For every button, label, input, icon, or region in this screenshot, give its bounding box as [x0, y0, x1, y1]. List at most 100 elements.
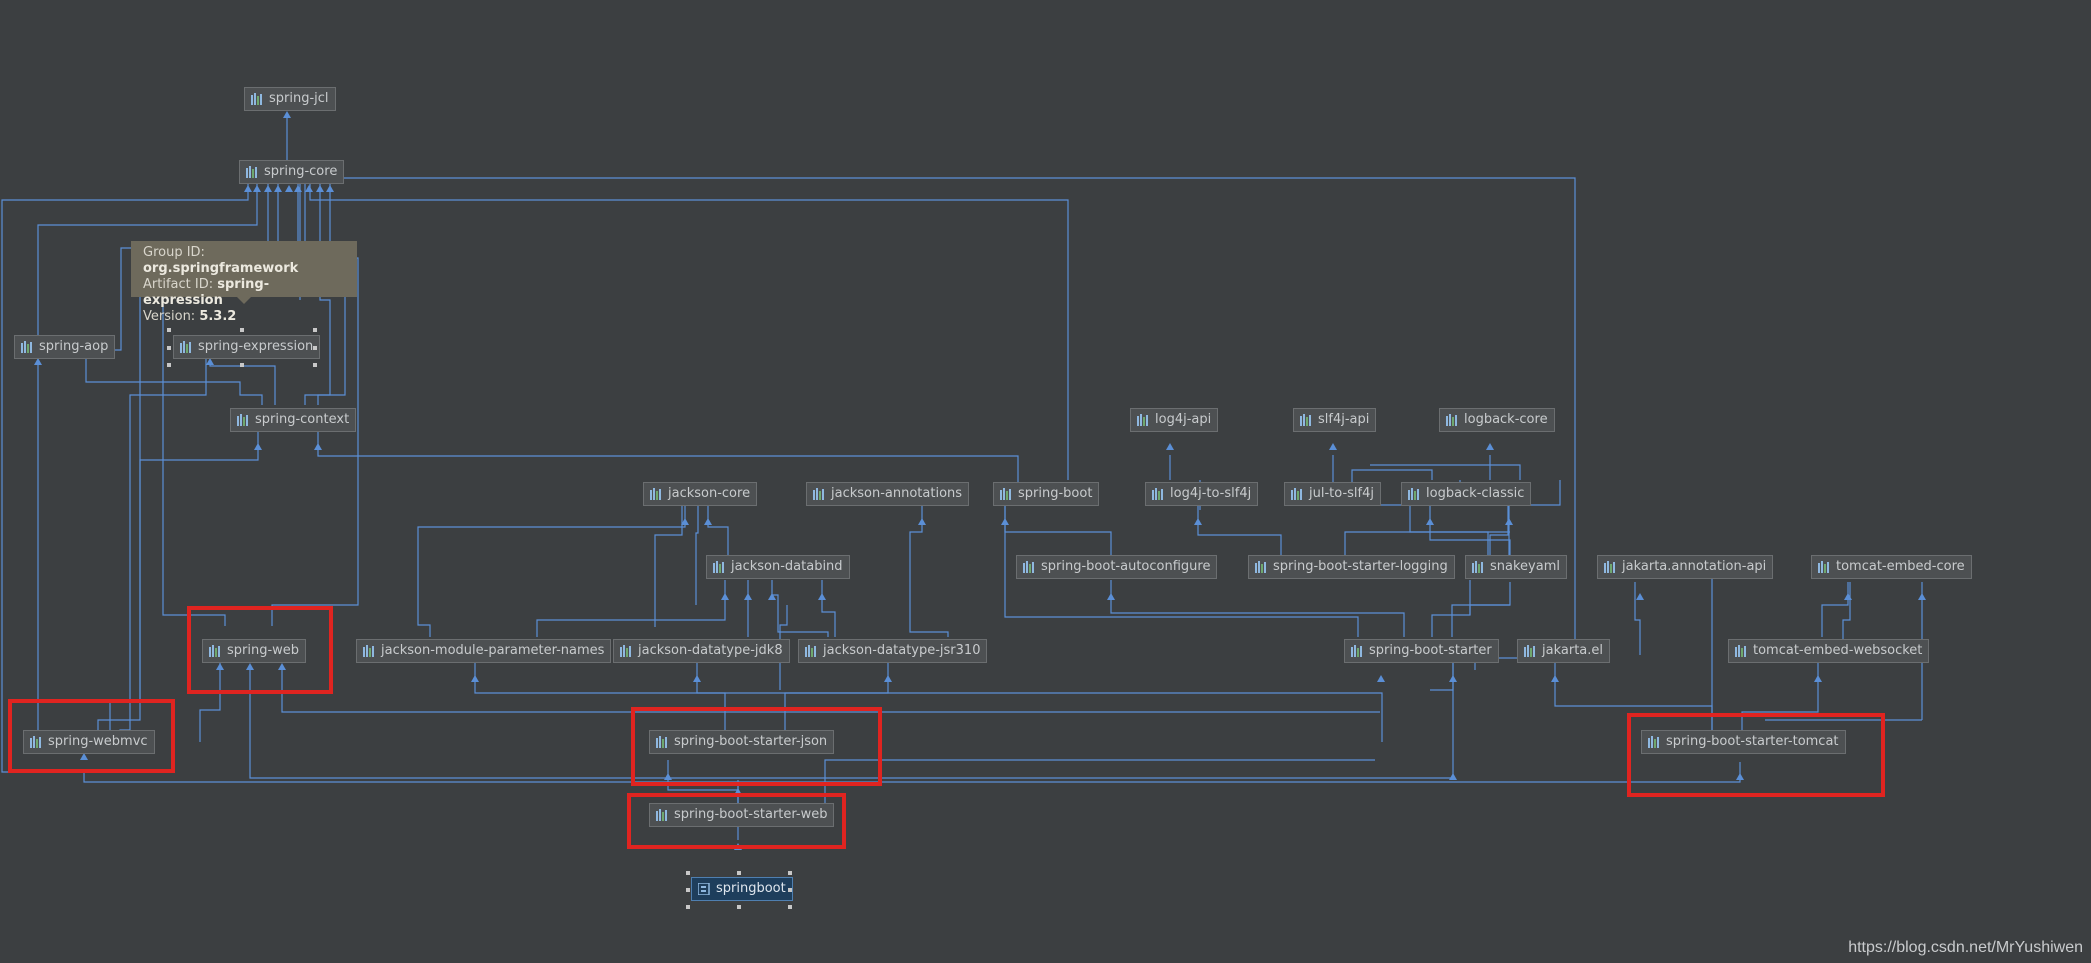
tooltip-artifact-label: Artifact ID:: [143, 277, 214, 292]
selection-handle[interactable]: [313, 328, 317, 332]
tooltip-version-value: 5.3.2: [199, 309, 237, 324]
selection-handle[interactable]: [788, 871, 792, 875]
node-spring-boot-starter-tomcat[interactable]: spring-boot-starter-tomcat: [1641, 730, 1846, 754]
selection-handle[interactable]: [313, 363, 317, 367]
node-jackson-annotations[interactable]: jackson-annotations: [806, 482, 970, 506]
library-icon: [1152, 488, 1163, 500]
selection-handle[interactable]: [167, 346, 171, 350]
selection-handle[interactable]: [686, 905, 690, 909]
node-tomcat-embed-core[interactable]: tomcat-embed-core: [1811, 555, 1972, 579]
node-spring-boot-starter-web[interactable]: spring-boot-starter-web: [649, 803, 835, 827]
node-label: jackson-module-parameter-names: [381, 643, 605, 658]
selection-handle[interactable]: [240, 363, 244, 367]
node-label: spring-boot-autoconfigure: [1041, 559, 1211, 574]
node-spring-boot-starter[interactable]: spring-boot-starter: [1344, 639, 1499, 663]
node-spring-core[interactable]: spring-core: [239, 160, 345, 184]
tooltip-group-row: Group ID: org.springframework: [143, 245, 345, 277]
library-icon: [180, 341, 191, 353]
node-spring-context[interactable]: spring-context: [230, 408, 357, 432]
tooltip-tail: [237, 297, 251, 304]
node-label: snakeyaml: [1490, 559, 1560, 574]
node-label: jackson-core: [668, 486, 751, 501]
node-jackson-core[interactable]: jackson-core: [643, 482, 758, 506]
highlight-box-spring-web: [187, 606, 333, 694]
node-spring-aop[interactable]: spring-aop: [14, 335, 116, 359]
node-jackson-databind[interactable]: jackson-databind: [706, 555, 850, 579]
node-label: spring-context: [255, 412, 350, 427]
node-jakarta-el[interactable]: jakarta.el: [1517, 639, 1610, 663]
node-label: spring-aop: [39, 339, 109, 354]
node-spring-boot[interactable]: spring-boot: [993, 482, 1100, 506]
selection-handle[interactable]: [686, 888, 690, 892]
tooltip-group-label: Group ID:: [143, 245, 205, 260]
node-label: jackson-datatype-jdk8: [638, 643, 783, 658]
selection-handle[interactable]: [167, 328, 171, 332]
library-icon: [1023, 561, 1034, 573]
node-spring-expression[interactable]: spring-expression: [173, 335, 321, 359]
node-slf4j-api[interactable]: slf4j-api: [1293, 408, 1377, 432]
node-label: jakarta.el: [1542, 643, 1603, 658]
library-icon: [1735, 645, 1746, 657]
selection-handle[interactable]: [737, 871, 741, 875]
node-label: logback-classic: [1426, 486, 1525, 501]
node-label: spring-boot-starter-tomcat: [1666, 734, 1839, 749]
library-icon: [363, 645, 374, 657]
node-label: jackson-datatype-jsr310: [823, 643, 981, 658]
node-logback-classic[interactable]: logback-classic: [1401, 482, 1532, 506]
library-icon: [1472, 561, 1483, 573]
node-label: slf4j-api: [1318, 412, 1370, 427]
node-label: jakarta.annotation-api: [1622, 559, 1767, 574]
selection-handle[interactable]: [167, 363, 171, 367]
library-icon: [650, 488, 661, 500]
node-spring-jcl[interactable]: spring-jcl: [244, 87, 336, 111]
node-label: spring-web: [227, 643, 300, 658]
library-icon: [1446, 414, 1457, 426]
library-icon: [246, 166, 257, 178]
selection-handle[interactable]: [737, 905, 741, 909]
node-jul-to-slf4j[interactable]: jul-to-slf4j: [1284, 482, 1381, 506]
library-icon: [1351, 645, 1362, 657]
node-label: spring-expression: [198, 339, 314, 354]
node-logback-core[interactable]: logback-core: [1439, 408, 1555, 432]
library-icon: [251, 93, 262, 105]
library-icon: [209, 645, 220, 657]
node-spring-boot-starter-logging[interactable]: spring-boot-starter-logging: [1248, 555, 1455, 579]
node-spring-boot-starter-json[interactable]: spring-boot-starter-json: [649, 730, 835, 754]
library-icon: [30, 736, 41, 748]
selection-handle[interactable]: [313, 346, 317, 350]
highlight-box-spring-boot-starter-web: [627, 793, 846, 849]
highlight-box-spring-boot-starter-tomcat: [1627, 713, 1885, 797]
node-jackson-datatype-jdk8[interactable]: jackson-datatype-jdk8: [613, 639, 790, 663]
selection-handle[interactable]: [686, 871, 690, 875]
node-jackson-datatype-jsr310[interactable]: jackson-datatype-jsr310: [798, 639, 988, 663]
node-label: log4j-to-slf4j: [1170, 486, 1252, 501]
tooltip-version-label: Version:: [143, 309, 196, 324]
tooltip-version-row: Version: 5.3.2: [143, 309, 345, 325]
node-label: spring-boot-starter-logging: [1273, 559, 1448, 574]
node-label: jackson-annotations: [831, 486, 963, 501]
node-label: spring-boot-starter-web: [674, 807, 828, 822]
library-icon: [1524, 645, 1535, 657]
node-snakeyaml[interactable]: snakeyaml: [1465, 555, 1567, 579]
library-icon: [656, 736, 667, 748]
library-icon: [1818, 561, 1829, 573]
node-label: jul-to-slf4j: [1309, 486, 1374, 501]
node-label: springboot: [716, 881, 786, 896]
node-tomcat-embed-websocket[interactable]: tomcat-embed-websocket: [1728, 639, 1930, 663]
selection-handle[interactable]: [788, 888, 792, 892]
node-jackson-module-parameter-names[interactable]: jackson-module-parameter-names: [356, 639, 612, 663]
node-label: spring-boot: [1018, 486, 1093, 501]
selection-handle[interactable]: [240, 328, 244, 332]
node-jakarta-annotation-api[interactable]: jakarta.annotation-api: [1597, 555, 1774, 579]
node-springboot[interactable]: springboot: [691, 877, 793, 901]
node-log4j-api[interactable]: log4j-api: [1130, 408, 1219, 432]
tooltip-group-value: org.springframework: [143, 261, 299, 276]
node-log4j-to-slf4j[interactable]: log4j-to-slf4j: [1145, 482, 1259, 506]
node-spring-web[interactable]: spring-web: [202, 639, 307, 663]
selection-handle[interactable]: [788, 905, 792, 909]
library-icon: [656, 809, 667, 821]
node-spring-webmvc[interactable]: spring-webmvc: [23, 730, 155, 754]
node-label: jackson-databind: [731, 559, 843, 574]
node-spring-boot-autoconfigure[interactable]: spring-boot-autoconfigure: [1016, 555, 1218, 579]
